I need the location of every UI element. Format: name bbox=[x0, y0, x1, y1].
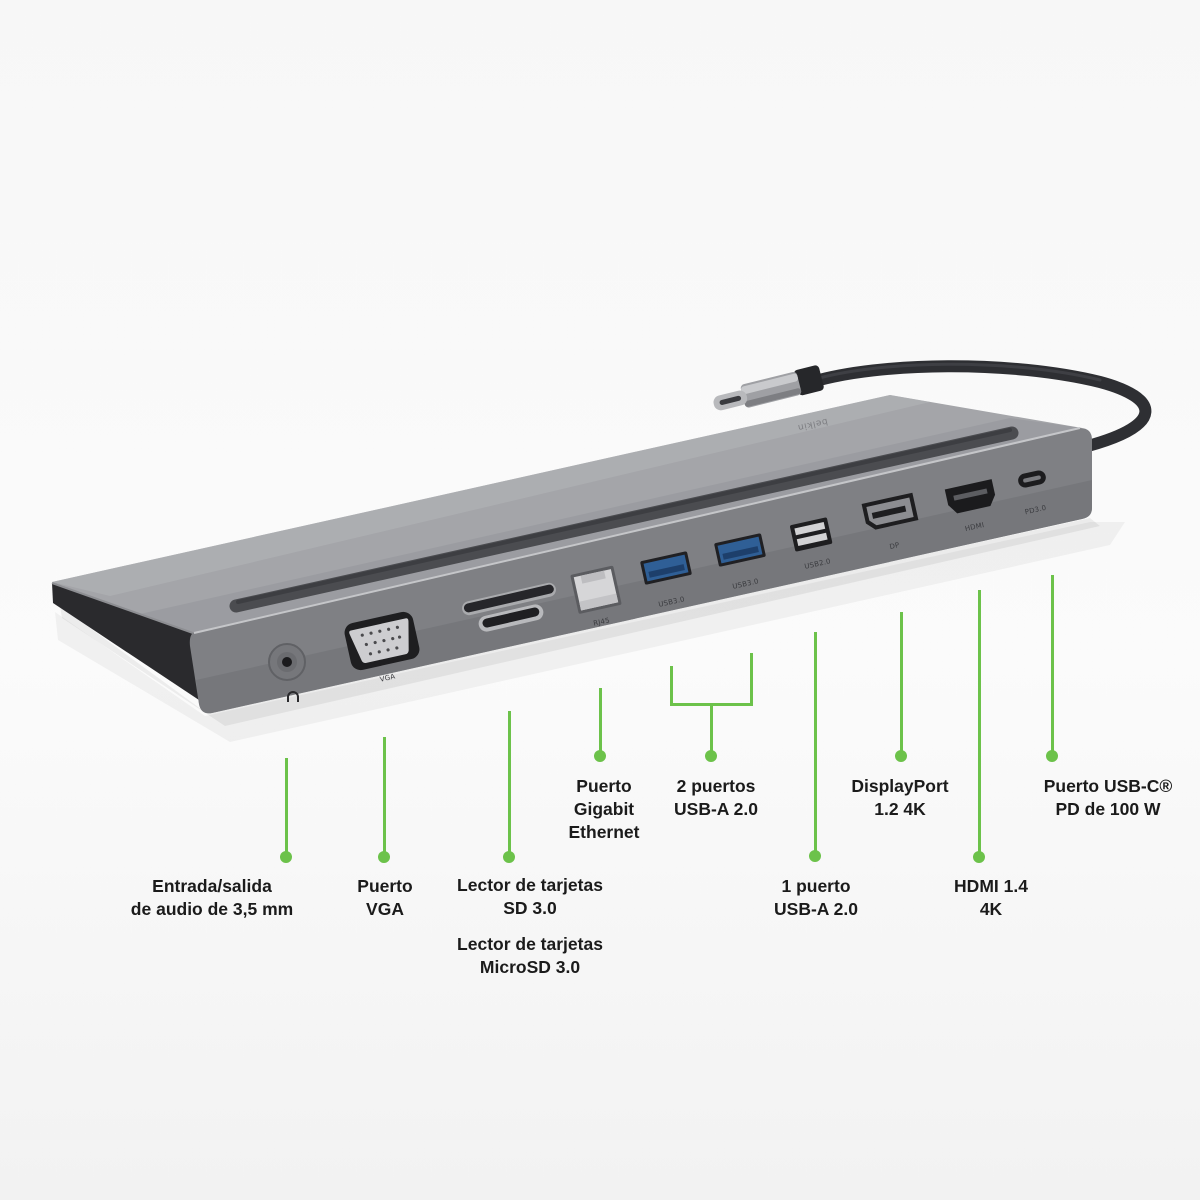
front-face-lower-shade bbox=[196, 480, 1092, 714]
callout-dot-hdmi bbox=[973, 851, 985, 863]
callout-label-hdmi: HDMI 1.4 4K bbox=[881, 875, 1101, 921]
callout-line-text: Lector de tarjetas bbox=[457, 875, 603, 895]
callout-line-text: 1.2 4K bbox=[874, 799, 926, 819]
callout-dot-vga bbox=[378, 851, 390, 863]
usb-c-plug bbox=[713, 365, 824, 411]
callout-line-text: 2 puertos bbox=[676, 776, 756, 796]
callout-line-ethernet bbox=[599, 688, 602, 756]
callout-bracket-right bbox=[750, 653, 753, 706]
device-shadow bbox=[55, 522, 1125, 742]
callout-line-text: MicroSD 3.0 bbox=[479, 957, 581, 977]
front-top-edge-highlight bbox=[193, 427, 1081, 634]
microsd-card-slot bbox=[478, 604, 544, 632]
usb3-port-2 bbox=[714, 533, 766, 567]
callout-line-text: VGA bbox=[366, 899, 404, 919]
callout-dot-ethernet bbox=[594, 750, 606, 762]
callout-line-text: DisplayPort bbox=[851, 776, 949, 796]
callout-dot-card-readers bbox=[503, 851, 515, 863]
callout-line-text: Lector de tarjetas bbox=[457, 934, 603, 954]
usb2-port bbox=[790, 517, 833, 552]
callout-bracket-left bbox=[670, 666, 673, 706]
callout-label-usb-c: Puerto USB-C® PD de 100 W bbox=[998, 775, 1200, 821]
callout-label-card-readers: Lector de tarjetas SD 3.0 Lector de tarj… bbox=[420, 874, 640, 979]
vga-port bbox=[344, 611, 420, 671]
callout-line-vga bbox=[383, 737, 386, 857]
usb-c-cable bbox=[806, 360, 1152, 452]
hdmi-port bbox=[944, 479, 996, 514]
callout-dot-usb-a-single bbox=[809, 850, 821, 862]
dp-port-label: DP bbox=[889, 541, 901, 551]
callout-line-text: PD de 100 W bbox=[1055, 799, 1161, 819]
callout-line-text: Puerto bbox=[576, 776, 632, 796]
callout-line-text: HDMI 1.4 bbox=[954, 876, 1028, 896]
device-shadow-inner bbox=[60, 518, 1100, 726]
groove-shadow bbox=[236, 428, 1012, 604]
headphone-icon bbox=[287, 691, 299, 702]
callout-dot-usb-c bbox=[1046, 750, 1058, 762]
callout-line-hdmi bbox=[978, 590, 981, 857]
audio-jack-port bbox=[268, 643, 306, 681]
callout-line-usb-a-pair bbox=[710, 704, 713, 756]
callout-line-text: Puerto bbox=[357, 876, 413, 896]
callout-line-usb-c bbox=[1051, 575, 1054, 756]
callout-label-ethernet: Puerto Gigabit Ethernet bbox=[494, 775, 714, 844]
callout-label-usb-a-single: 1 puerto USB-A 2.0 bbox=[706, 875, 926, 921]
usb-c-pd-port bbox=[1018, 470, 1046, 488]
callout-line-text: USB-A 2.0 bbox=[674, 799, 758, 819]
callout-line-card-readers bbox=[508, 711, 511, 857]
ethernet-port bbox=[570, 565, 622, 614]
callout-dot-audio bbox=[280, 851, 292, 863]
callout-line-text: USB-A 2.0 bbox=[774, 899, 858, 919]
callout-dot-usb-a-pair bbox=[705, 750, 717, 762]
sd-card-slot bbox=[462, 582, 556, 616]
usb3-port-1 bbox=[640, 551, 692, 585]
vga-port-label: VGA bbox=[379, 672, 396, 683]
rj45-port-label: RJ45 bbox=[593, 616, 611, 627]
callout-dot-displayport bbox=[895, 750, 907, 762]
callout-line-usb-a-single bbox=[814, 632, 817, 856]
callout-line-text: Gigabit bbox=[573, 799, 635, 819]
device-left-foot bbox=[52, 583, 205, 704]
callout-label-usb-a-pair: 2 puertos USB-A 2.0 bbox=[606, 775, 826, 821]
callout-line-audio bbox=[285, 758, 288, 857]
callout-line-displayport bbox=[900, 612, 903, 756]
device-top-surface bbox=[52, 395, 1082, 633]
top-highlight bbox=[52, 395, 930, 596]
callout-label-audio: Entrada/salida de audio de 3,5 mm bbox=[102, 875, 322, 921]
displayport-port bbox=[861, 492, 919, 530]
callout-line-text: Ethernet bbox=[568, 822, 640, 842]
callout-label-displayport: DisplayPort 1.2 4K bbox=[790, 775, 1010, 821]
callout-line-text: de audio de 3,5 mm bbox=[130, 899, 294, 919]
callout-label-vga: Puerto VGA bbox=[275, 875, 495, 921]
callout-line-text: Puerto USB-C® bbox=[1043, 776, 1173, 796]
tablet-stand-groove bbox=[229, 426, 1019, 613]
callout-line-text: 1 puerto bbox=[781, 876, 851, 896]
callout-line-text: Entrada/salida bbox=[152, 876, 272, 896]
callout-line-text: SD 3.0 bbox=[503, 898, 557, 918]
callout-line-text: 4K bbox=[979, 899, 1003, 919]
